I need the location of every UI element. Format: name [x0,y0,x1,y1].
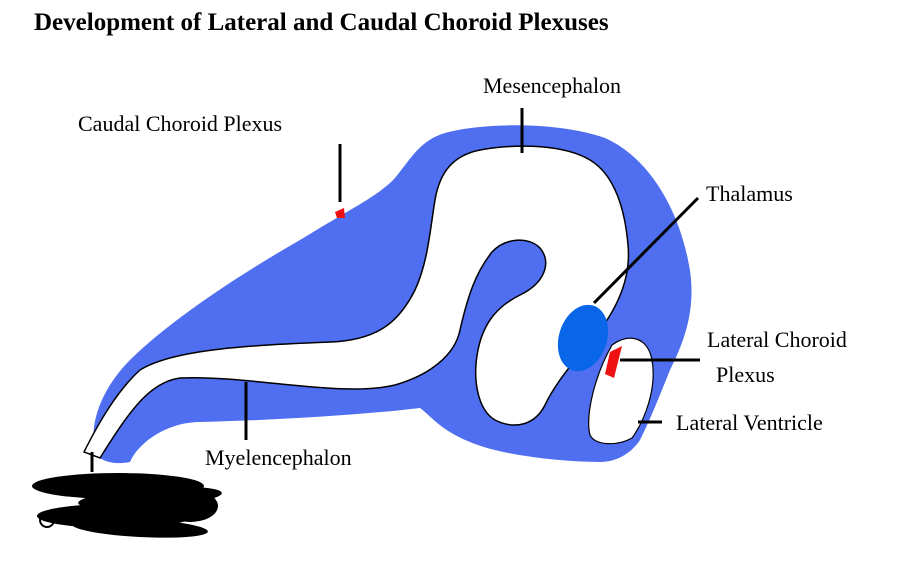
caudal-choroid-plexus [335,208,345,218]
label-caudal-choroid-plexus: Caudal Choroid Plexus [78,111,282,136]
lateral-choroid-plexus [605,346,622,378]
label-mesencephalon: Mesencephalon [483,73,621,98]
lateral-ventricle [588,337,654,445]
diagram-title: Development of Lateral and Caudal Choroi… [34,9,609,36]
thalamus [557,304,609,372]
redaction-scribble [32,473,222,538]
thalamus-leader [592,196,700,305]
label-lateral-choroid-plexus-line2: Plexus [716,362,775,387]
neural-canal [82,145,630,459]
label-lateral-choroid-plexus-line1: Lateral Choroid [707,327,847,352]
label-thalamus: Thalamus [706,181,793,206]
label-myelencephalon: Myelencephalon [205,445,352,470]
label-lateral-ventricle: Lateral Ventricle [676,410,823,435]
